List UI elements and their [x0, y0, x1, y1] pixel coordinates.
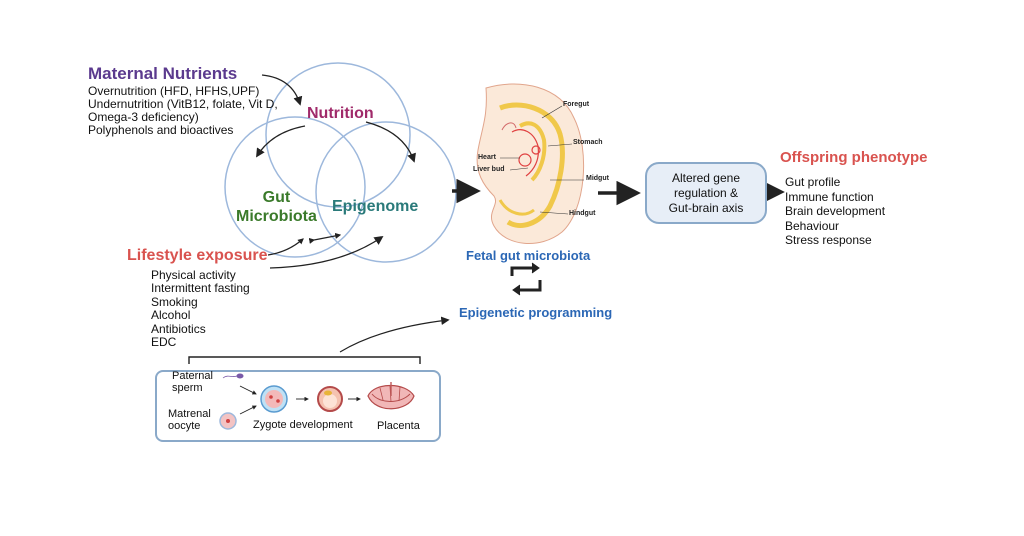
maternal-nutrient-item: Polyphenols and bioactives — [88, 123, 234, 137]
arrow-maternal-to-venn — [261, 74, 303, 106]
venn-label-nutrition: Nutrition — [307, 105, 374, 122]
lifestyle-item: EDC — [151, 335, 177, 350]
embryo-label-hindgut: Hindgut — [569, 210, 596, 217]
embryo-label-liver-bud: Liver bud — [473, 166, 505, 173]
arrow-gut-epigenome-bidirectional — [308, 232, 342, 244]
zygote-icon — [260, 385, 288, 413]
maternal-nutrient-item: Overnutrition (HFD, HFHS,UPF) — [88, 84, 260, 98]
maternal-nutrients-list: Overnutrition (HFD, HFHS,UPF) Undernutri… — [88, 85, 278, 137]
maternal-nutrient-item: Undernutrition (VitB12, folate, Vit D, — [88, 97, 278, 111]
lifestyle-item: Smoking — [151, 294, 198, 309]
oocyte-icon — [219, 412, 237, 430]
paternal-line2: sperm — [172, 382, 203, 394]
arrow-sperm-to-zygote — [239, 385, 257, 395]
lifestyle-item: Physical activity — [151, 268, 236, 282]
offspring-item: Brain development — [785, 204, 886, 219]
lifestyle-list: Physical activity Intermittent fasting S… — [151, 268, 250, 350]
arrow-development-to-epigenetic — [339, 316, 450, 353]
placenta-label: Placenta — [377, 420, 420, 432]
venn-label-epigenome: Epigenome — [332, 198, 419, 215]
arrow-oocyte-to-zygote — [239, 405, 257, 415]
offspring-item: Gut profile — [785, 175, 841, 189]
maternal-oocyte-label: Matrenal oocyte — [168, 408, 211, 432]
sperm-icon — [222, 373, 244, 379]
gene-box-line3: Gut-brain axis — [668, 200, 744, 215]
maternal-line2: oocyte — [168, 420, 201, 432]
embryo-illustration — [476, 83, 585, 244]
arrow-lifestyle-to-epigenome — [269, 235, 384, 269]
paternal-sperm-label: Paternal sperm — [172, 370, 213, 394]
arrow-lifestyle-to-gut — [267, 238, 304, 256]
blastocyst-icon — [317, 386, 343, 412]
venn-gut-line1: Gut — [262, 189, 291, 206]
zygote-development-label: Zygote development — [253, 419, 353, 431]
fetal-gut-microbiota-label: Fetal gut microbiota — [466, 248, 591, 263]
refresh-cycle-icon — [510, 262, 542, 296]
venn-circle-gut — [224, 116, 366, 258]
maternal-line1: Matrenal — [168, 408, 211, 420]
altered-gene-regulation-box: Altered gene regulation & Gut-brain axis — [645, 162, 767, 224]
venn-gut-line2: Microbiota — [236, 208, 317, 225]
offspring-item: Immune function — [785, 189, 874, 204]
offspring-phenotype-title: Offspring phenotype — [780, 149, 928, 166]
venn-label-gut-microbiota: Gut Microbiota — [236, 188, 317, 226]
paternal-line1: Paternal — [172, 370, 213, 382]
offspring-phenotype-list: Gut profile Immune function Brain develo… — [785, 175, 885, 248]
lifestyle-item: Alcohol — [151, 308, 191, 323]
lifestyle-item: Intermittent fasting — [151, 281, 250, 296]
embryo-label-stomach: Stomach — [573, 139, 603, 146]
embryo-label-heart: Heart — [478, 154, 496, 161]
placenta-icon — [367, 382, 415, 410]
gene-box-line2: regulation & — [673, 185, 739, 200]
arrow-nutrition-to-gut — [256, 125, 306, 158]
offspring-item: Behaviour — [785, 218, 840, 233]
gene-box-line1: Altered gene — [671, 170, 741, 185]
lifestyle-item: Antibiotics — [151, 321, 206, 336]
arrow-nutrition-to-epigenome — [365, 121, 416, 163]
offspring-item: Stress response — [785, 233, 872, 248]
maternal-nutrient-item: Omega-3 deficiency) — [88, 110, 199, 124]
lifestyle-title: Lifestyle exposure — [127, 247, 268, 264]
epigenetic-programming-label: Epigenetic programming — [459, 305, 613, 320]
embryo-label-midgut: Midgut — [586, 175, 609, 182]
embryo-label-foregut: Foregut — [563, 101, 590, 108]
venn-circle-nutrition — [265, 62, 411, 208]
venn-circle-epigenome — [315, 121, 457, 263]
bracket-development — [188, 356, 421, 364]
maternal-nutrients-title: Maternal Nutrients — [88, 64, 238, 83]
